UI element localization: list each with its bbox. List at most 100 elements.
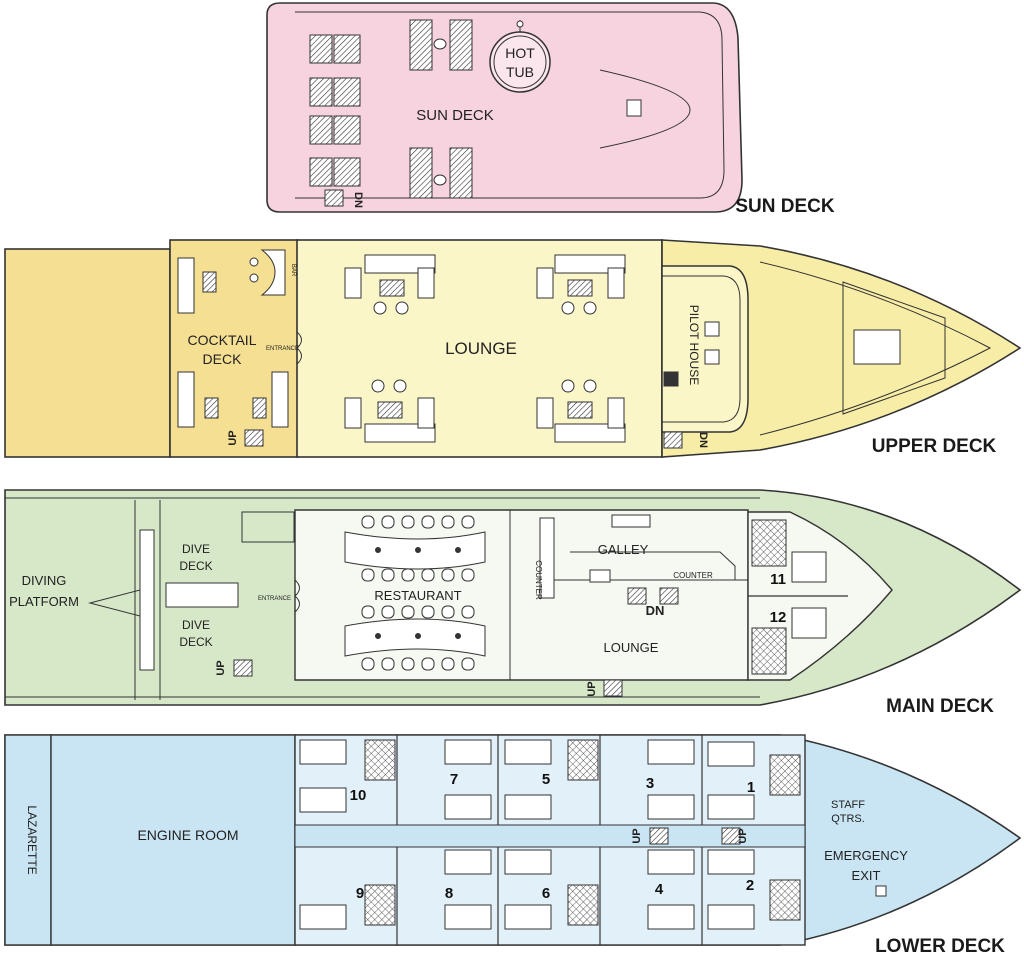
berth <box>647 794 695 820</box>
lower-deck-title: LOWER DECK <box>875 936 1005 957</box>
stair-up-lower-1-label: UP <box>631 828 643 843</box>
cabin-1-number: 1 <box>747 779 755 796</box>
diving-platform-label-2: PLATFORM <box>9 594 79 609</box>
cabin-12-number: 12 <box>770 609 787 626</box>
table-setting <box>375 547 381 553</box>
sun-deck: HOT TUB SUN DECK DN SUN DECK <box>266 2 835 217</box>
berth <box>444 739 492 765</box>
berth <box>647 739 695 765</box>
galley-sink <box>589 569 611 583</box>
dive-deck-label-2a: DIVE <box>182 618 210 632</box>
upper-aft-deck <box>4 248 171 458</box>
stair-up-upper: UP <box>227 429 264 447</box>
berth <box>504 849 552 875</box>
table-setting <box>415 547 421 553</box>
cabin-11-furniture <box>751 519 827 583</box>
lower-corridor <box>294 824 806 848</box>
dining-chair <box>361 657 375 671</box>
dining-chair <box>361 605 375 619</box>
main-lounge-label: LOUNGE <box>604 640 659 655</box>
staff-quarters-label-1: STAFF <box>831 799 865 811</box>
cabin-9-number: 9 <box>356 885 364 902</box>
bathroom <box>769 754 801 796</box>
cabin-dividers <box>396 735 703 945</box>
dining-chair <box>461 605 475 619</box>
cabin-7-number: 7 <box>450 771 458 788</box>
stair-up-lower-1: UP <box>631 827 669 845</box>
berth <box>707 904 755 930</box>
pilot-house-label: PILOT HOUSE <box>687 305 701 385</box>
dining-chair <box>401 515 415 529</box>
stair-down-upper: DN <box>663 431 709 449</box>
sun-lounger <box>309 157 361 187</box>
galley-label: GALLEY <box>598 542 649 557</box>
cabin-12-furniture <box>751 607 827 675</box>
restaurant-label: RESTAURANT <box>374 588 461 603</box>
bathroom <box>769 879 801 921</box>
sun-deck-hull <box>266 2 743 213</box>
counter-vertical <box>539 517 555 599</box>
bar-label: BAR <box>290 264 296 277</box>
cocktail-sofa <box>177 257 289 428</box>
cabin-2-number: 2 <box>746 877 754 894</box>
dining-table-bottom <box>344 618 486 657</box>
table-setting <box>455 547 461 553</box>
main-deck: DIVING PLATFORM DIVE DECK DIVE DECK ENTR… <box>4 489 1022 717</box>
engine-room-label: ENGINE ROOM <box>137 827 238 843</box>
bow-seating <box>853 329 901 365</box>
upper-deck: PILOT HOUSE BAR COCKTAIL DECK ENTRANCE U… <box>4 239 1022 458</box>
engine-room <box>50 734 296 946</box>
dining-chair <box>461 568 475 582</box>
upper-bow <box>661 239 1022 458</box>
berth <box>504 904 552 930</box>
stair-up-lower-2-label: UP <box>737 828 749 843</box>
cabin-4-number: 4 <box>655 881 664 898</box>
dining-chair <box>421 605 435 619</box>
sun-deck-title: SUN DECK <box>735 196 835 217</box>
stair-up-lower-2: UP <box>721 827 749 845</box>
bathroom <box>567 884 599 926</box>
bathroom <box>567 739 599 781</box>
helm-seat <box>626 99 642 117</box>
bathroom <box>364 884 396 926</box>
hot-tub: HOT TUB <box>489 20 551 93</box>
dining-chair <box>381 515 395 529</box>
sun-lounger <box>309 115 361 145</box>
main-deck-title: MAIN DECK <box>886 696 994 717</box>
cabin-3-number: 3 <box>646 775 654 792</box>
dining-chair <box>461 657 475 671</box>
dining-chair <box>461 515 475 529</box>
lazarette <box>4 734 52 946</box>
cabin-11-number: 11 <box>770 571 786 588</box>
dining-chair <box>421 657 435 671</box>
emergency-exit-hatch <box>875 885 887 897</box>
dining-chair <box>381 657 395 671</box>
berth <box>707 794 755 820</box>
dining-chair <box>401 568 415 582</box>
dining-chairs <box>361 515 475 671</box>
sun-lounger-pair <box>409 147 473 199</box>
berth <box>299 787 347 813</box>
table-setting <box>375 633 381 639</box>
dining-chair <box>401 605 415 619</box>
berth <box>444 904 492 930</box>
dive-deck-label-1b: DECK <box>179 559 212 573</box>
lounge-seating <box>344 254 626 443</box>
table-setting <box>415 633 421 639</box>
sun-deck-label: SUN DECK <box>416 107 494 124</box>
dining-table-top <box>344 531 486 570</box>
dining-chair <box>441 605 455 619</box>
berth <box>504 794 552 820</box>
counter-horizontal-label: COUNTER <box>673 571 713 580</box>
sun-lounger-pair <box>409 19 473 71</box>
stair-down-sun: DN <box>324 189 364 208</box>
stair-up-main-mid-label: UP <box>586 681 598 696</box>
counter-vertical-label: COUNTER <box>534 560 543 600</box>
main-entrance-label: ENTRANCE <box>258 596 291 602</box>
table-setting <box>455 633 461 639</box>
dining-chair <box>381 605 395 619</box>
sun-lounger <box>309 34 361 64</box>
berth <box>299 904 347 930</box>
stair-up-upper-label: UP <box>227 430 239 445</box>
sun-lounger <box>309 77 361 107</box>
